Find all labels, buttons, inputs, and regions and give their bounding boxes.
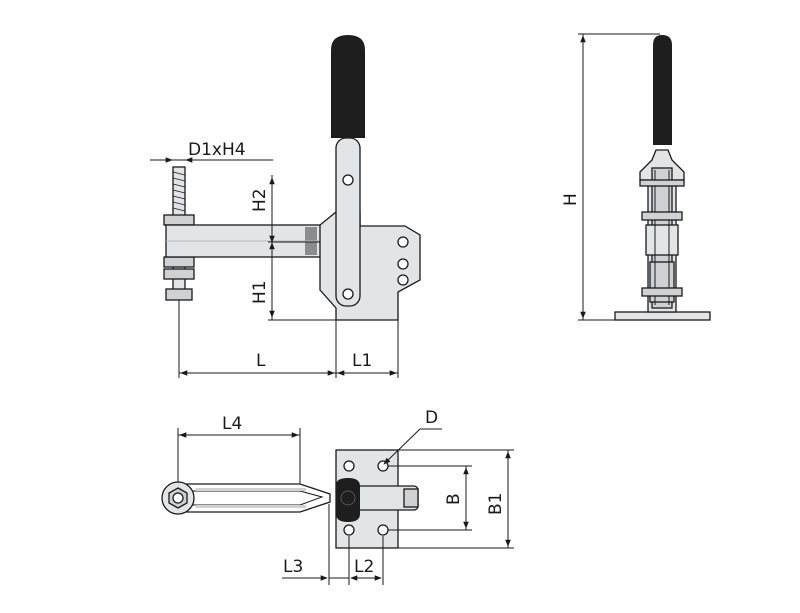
top-view-dimensions: L4 D B B1 L3 L2 — [177, 408, 514, 585]
base-block — [319, 211, 421, 321]
side-view-dimensions: D1xH4 H2 H1 L L1 — [150, 140, 399, 378]
dim-label-h1: H1 — [250, 280, 270, 304]
front-view-dimensions: H — [561, 33, 660, 321]
dim-label-l2: L2 — [354, 557, 374, 577]
dim-label-h2: H2 — [250, 188, 270, 212]
spindle — [163, 166, 195, 301]
dim-label-b1: B1 — [486, 493, 506, 515]
handle-grip-side — [331, 35, 365, 138]
dim-label-h: H — [561, 193, 581, 206]
front-base-plate — [614, 311, 711, 321]
front-view — [614, 35, 711, 321]
lever-link — [335, 137, 361, 307]
clamp-arm — [165, 224, 343, 258]
dim-label-b: B — [444, 493, 464, 505]
handle-grip-front — [653, 35, 672, 145]
dim-label-l4: L4 — [222, 414, 242, 434]
dim-label-l3: L3 — [283, 557, 303, 577]
dim-label-d: D — [425, 408, 438, 428]
side-view — [163, 35, 421, 321]
top-clamp-arm — [161, 481, 331, 515]
dim-label-d1xh4: D1xH4 — [188, 140, 246, 160]
top-lever — [336, 478, 419, 522]
dim-label-l1: L1 — [352, 351, 372, 371]
dim-label-l: L — [256, 351, 266, 371]
top-view — [161, 449, 419, 549]
